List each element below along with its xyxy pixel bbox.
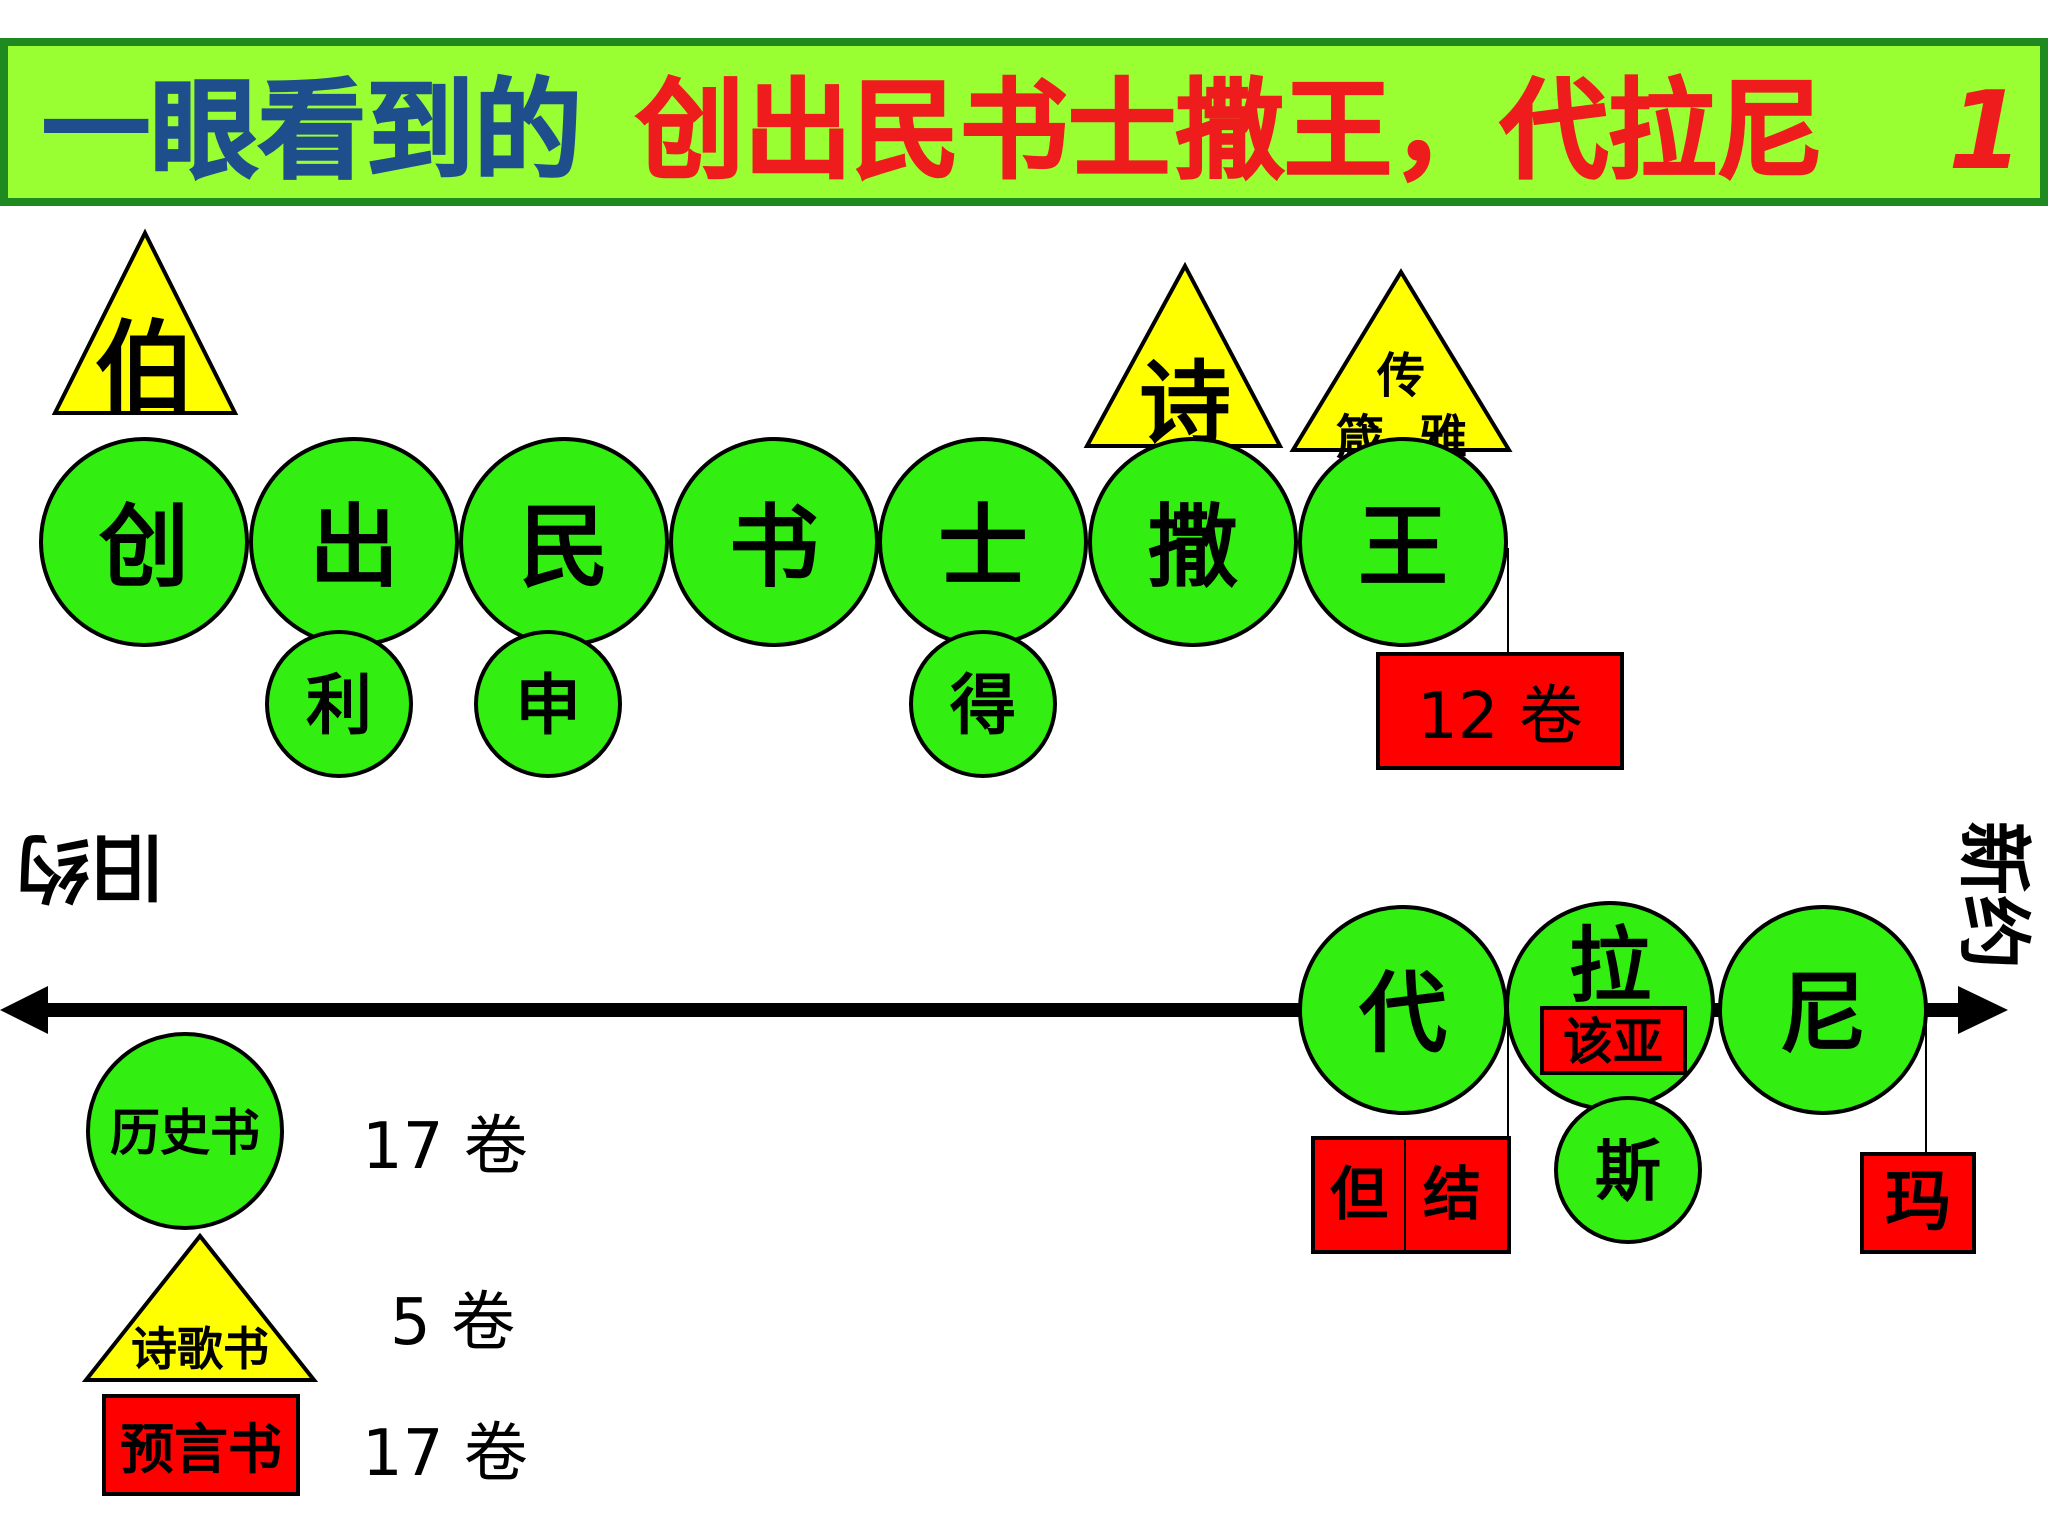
circle-la-label: 拉	[1569, 919, 1651, 1014]
title-banner	[0, 38, 2048, 206]
circle-sa-label: 撒	[1148, 495, 1238, 600]
legend-poetry-label: 诗歌书	[131, 1322, 269, 1376]
timeline-arrow-left	[0, 986, 48, 1034]
title-part2: 创出民书士撒王，代拉尼	[636, 69, 1824, 194]
box-jie-label: 结	[1423, 1160, 1481, 1228]
circle-si	[1554, 1096, 1702, 1244]
circle-de-label: 得	[950, 667, 1016, 744]
circle-li-label: 利	[306, 667, 372, 744]
wang-count-box	[1376, 652, 1624, 770]
circle-min-label: 民	[519, 495, 609, 600]
title-part1: 一眼看到的	[42, 69, 582, 194]
circle-chuang-label: 创	[98, 495, 189, 600]
wang-count-label: 12 卷	[1417, 680, 1583, 754]
legend-history-count: 17 卷	[362, 1110, 528, 1184]
circle-dai-label: 代	[1358, 962, 1447, 1065]
legend-history-label: 历史书	[110, 1104, 260, 1162]
timeline-arrow-right	[1958, 986, 2008, 1034]
legend-prophecy-count: 17 卷	[362, 1417, 528, 1491]
circle-ni-label: 尼	[1779, 962, 1867, 1065]
old-testament-label: 旧约	[16, 824, 164, 910]
la-inner-label: 该亚	[1563, 1013, 1663, 1071]
box-ma	[1860, 1152, 1976, 1254]
legend-poetry-count: 5 卷	[390, 1286, 515, 1360]
circle-shu-label: 书	[729, 495, 819, 600]
legend-poetry-triangle	[81, 1232, 319, 1382]
triangle-wang-top: 传	[1376, 348, 1425, 404]
legend-prophecy-label: 预言书	[120, 1418, 282, 1481]
circle-de	[909, 630, 1057, 778]
la-inner-box	[1540, 1006, 1687, 1075]
legend-prophecy-box	[102, 1394, 300, 1496]
circle-chu-label: 出	[309, 495, 399, 600]
circle-wang-label: 王	[1358, 495, 1448, 600]
new-testament-label: 新约	[1950, 821, 2036, 969]
circle-shen	[474, 630, 622, 778]
circle-shu	[669, 437, 879, 647]
circle-shen-label: 申	[515, 667, 581, 744]
circle-si-label: 斯	[1595, 1133, 1661, 1210]
box-dan-label: 但	[1330, 1160, 1388, 1228]
circle-li	[265, 630, 413, 778]
box-dan-jie	[1311, 1136, 1511, 1254]
triangle-bo	[51, 228, 239, 415]
circle-wang	[1298, 437, 1508, 647]
circle-chuang	[39, 437, 249, 647]
legend-history-circle	[86, 1032, 284, 1230]
circle-sa	[1088, 437, 1298, 647]
triangle-bo-label: 伯	[95, 310, 195, 427]
title-number: 1	[1948, 69, 2023, 194]
box-ma-label: 玛	[1885, 1163, 1951, 1240]
circle-shi-label: 士	[938, 495, 1028, 600]
